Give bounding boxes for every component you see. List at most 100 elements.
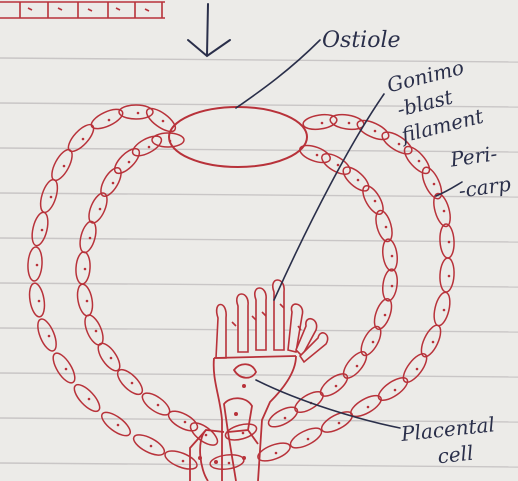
cell-nucleus — [356, 365, 359, 368]
pericarp-cell — [417, 323, 444, 360]
cell-nucleus — [394, 389, 397, 392]
pericarp-cell — [381, 268, 399, 302]
pericarp-outer-cell-ring — [27, 104, 455, 472]
cell-nucleus — [38, 300, 41, 303]
cell-nucleus — [108, 119, 111, 122]
ostiole-opening — [169, 107, 307, 167]
cell-nucleus — [131, 382, 134, 385]
cell-nucleus — [284, 417, 287, 420]
pericarp-cell — [75, 252, 91, 285]
cell-nucleus — [338, 422, 341, 425]
cell-nucleus — [316, 154, 319, 157]
cell-nucleus — [357, 179, 360, 182]
cell-nucleus — [84, 268, 87, 271]
pericarp-cell — [70, 381, 103, 415]
cell-nucleus — [416, 368, 419, 371]
cell-nucleus — [275, 452, 278, 455]
svg-text:Placental: Placental — [399, 412, 496, 446]
cell-nucleus — [448, 241, 451, 244]
cell-nucleus — [182, 460, 185, 463]
cell-nucleus — [95, 330, 98, 333]
cell-nucleus — [242, 432, 245, 435]
pericarp-cell — [98, 408, 134, 440]
cell-nucleus — [86, 300, 89, 303]
pericarp-cell — [298, 142, 333, 166]
pericarp-cell — [130, 132, 165, 160]
cell-nucleus — [374, 200, 377, 203]
cell-nucleus — [162, 120, 165, 123]
cell-nucleus — [418, 160, 421, 163]
top-border-doodle — [0, 2, 165, 18]
pericarp-cell — [49, 350, 79, 386]
pericarp-cell — [48, 147, 76, 184]
cell-nucleus — [385, 226, 388, 229]
cell-nucleus — [157, 404, 160, 407]
cell-nucleus — [137, 112, 140, 115]
pericarp-cell — [75, 283, 95, 317]
cell-nucleus — [48, 335, 51, 338]
cell-nucleus — [391, 255, 394, 258]
pericarp-cell — [317, 370, 351, 400]
cell-nucleus — [150, 445, 153, 448]
pericarp-cell — [34, 317, 60, 354]
pericarp-cell — [163, 447, 200, 473]
pericarp-cell — [152, 133, 184, 147]
cell-nucleus — [117, 424, 120, 427]
cell-nucleus — [88, 398, 91, 401]
svg-text:cell: cell — [436, 441, 474, 469]
pericarp-cell — [37, 178, 61, 215]
cell-nucleus — [36, 264, 39, 267]
cell-nucleus — [205, 434, 208, 437]
cell-nucleus — [374, 130, 377, 133]
cell-nucleus — [184, 421, 187, 424]
pericarp-cell — [94, 340, 124, 374]
pericarp-cell — [77, 220, 99, 255]
gonimoblast-leader — [274, 94, 384, 300]
cell-nucleus — [432, 341, 435, 344]
arrow-down-icon — [188, 4, 230, 56]
pericarp-cell — [29, 211, 50, 247]
cell-nucleus — [391, 285, 394, 288]
svg-text:-carp: -carp — [457, 172, 512, 203]
gonimoblast-filaments — [216, 280, 328, 362]
cell-nucleus — [112, 182, 115, 185]
cell-nucleus — [169, 140, 172, 143]
pericarp-cell — [166, 407, 201, 434]
cell-nucleus — [99, 208, 102, 211]
cell-nucleus — [384, 314, 387, 317]
cell-nucleus — [348, 122, 351, 125]
ostiole-label: Ostiole — [322, 28, 401, 53]
pericarp-cell — [114, 366, 147, 399]
pericarp-cell — [339, 163, 372, 195]
pericarp-cell — [329, 112, 365, 131]
pericarp-inner-cell-ring — [75, 132, 399, 449]
pericarp-cell — [399, 350, 431, 386]
cell-nucleus — [372, 341, 375, 344]
placental-label: Placental cell — [399, 412, 499, 472]
cell-nucleus — [128, 161, 131, 164]
pericarp-cell — [131, 431, 168, 459]
cell-nucleus — [63, 165, 66, 168]
pericarp-cell — [85, 191, 110, 226]
cell-nucleus — [433, 183, 436, 186]
pericarp-cell — [143, 104, 179, 135]
cell-nucleus — [398, 143, 401, 146]
pericarp-cell — [431, 291, 452, 327]
pericarp-cell — [288, 424, 325, 452]
cell-nucleus — [443, 210, 446, 213]
pericarp-cell — [27, 247, 43, 282]
cell-nucleus — [337, 164, 340, 167]
pericarp-cell — [119, 105, 153, 119]
cell-nucleus — [148, 146, 151, 149]
pericarp-cell — [371, 297, 395, 332]
cell-nucleus — [82, 138, 85, 141]
cell-nucleus — [367, 406, 370, 409]
pericarp-cell — [375, 374, 411, 405]
pericarp-cell — [339, 348, 370, 382]
cell-nucleus — [65, 368, 68, 371]
pericarp-cell — [359, 183, 387, 218]
pericarp-cell — [81, 313, 106, 348]
cell-nucleus — [321, 122, 324, 125]
cell-nucleus — [307, 438, 310, 441]
